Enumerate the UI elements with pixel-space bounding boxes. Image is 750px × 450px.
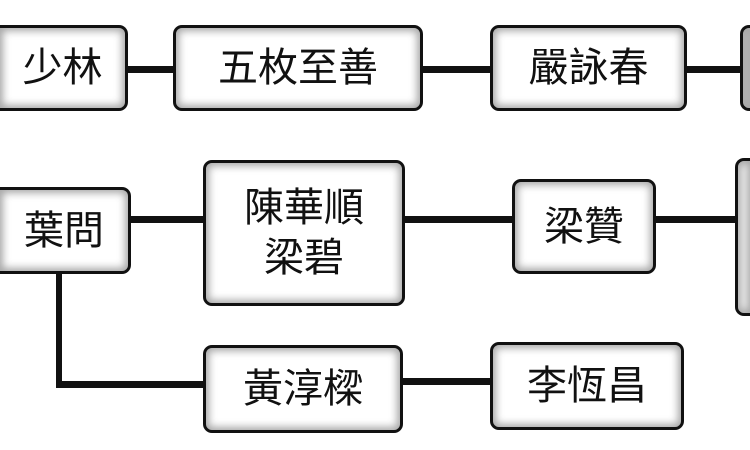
node-label: 葉問 [24, 207, 104, 254]
node-partial-row1 [740, 25, 750, 111]
connector-yimwingchun-next [684, 66, 742, 73]
node-shaolin: 少林 [0, 25, 128, 111]
connector-ngmui-yimwingchun [420, 66, 492, 73]
connector-ipman-wongshunleung [56, 381, 206, 388]
node-label: 嚴詠春 [528, 45, 649, 91]
node-label: 梁碧 [264, 235, 344, 281]
connector-wongshunleung-leehangcheong [401, 378, 493, 385]
node-partial-row2 [735, 158, 750, 316]
connector-shaolin-ngmui [128, 66, 174, 73]
connector-chanwahshun-leungjan [403, 216, 515, 223]
node-label: 五枚至善 [218, 45, 378, 91]
node-chan-wah-shun-leung-bik: 陳華順 梁碧 [203, 160, 405, 306]
node-ip-man: 葉問 [0, 187, 131, 274]
node-leung-jan: 梁贊 [512, 179, 656, 274]
node-label: 黃淳樑 [243, 366, 363, 412]
node-label: 梁贊 [544, 203, 624, 250]
node-wong-shun-leung: 黃淳樑 [203, 345, 403, 433]
node-ng-mui: 五枚至善 [173, 25, 423, 111]
node-yim-wing-chun: 嚴詠春 [490, 25, 687, 111]
node-label: 少林 [22, 45, 103, 91]
connector-leungjan-next [653, 216, 737, 223]
connector-ipman-chanwahshun [128, 216, 205, 223]
node-label: 陳華順 [244, 185, 364, 231]
node-lee-hang-cheong: 李恆昌 [490, 342, 684, 430]
connector-ipman-vertical [56, 272, 62, 388]
node-label: 李恆昌 [527, 363, 647, 409]
